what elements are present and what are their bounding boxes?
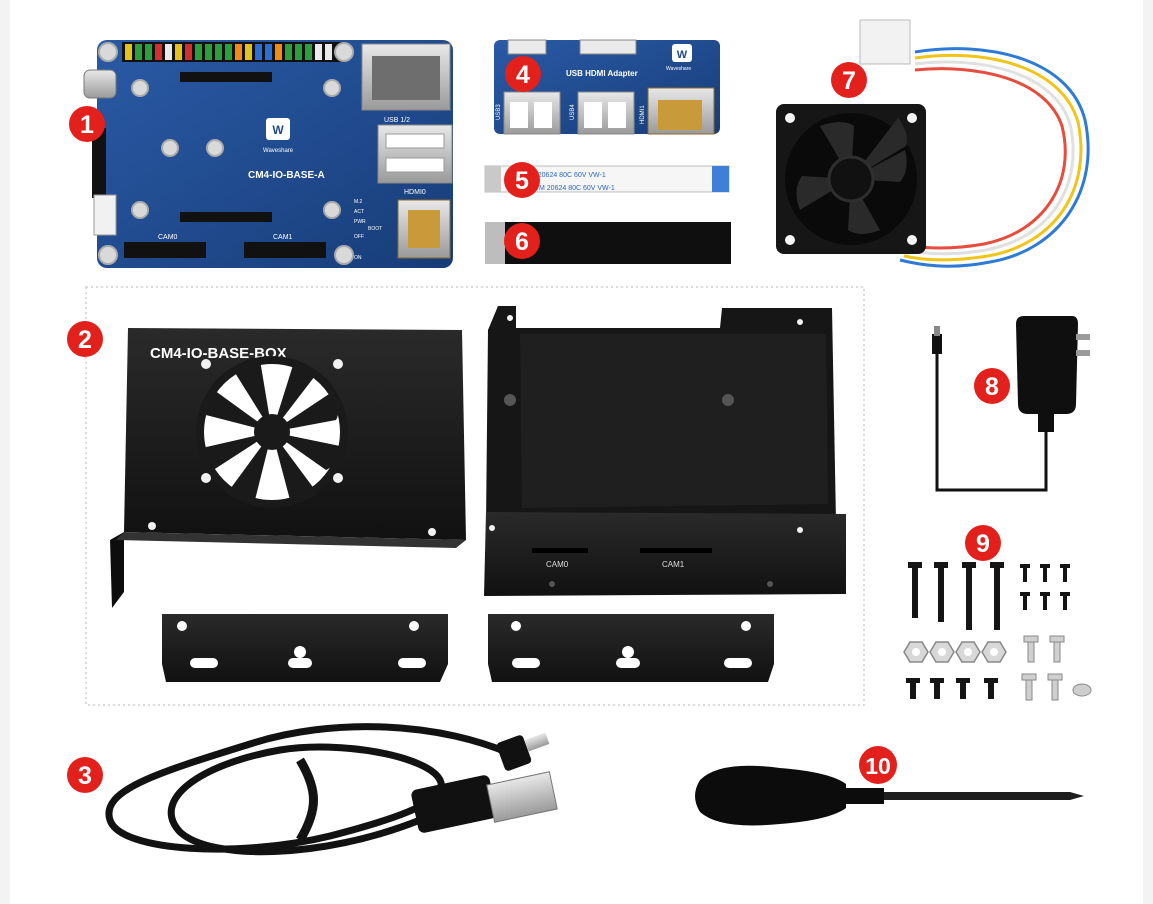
case-front-panel <box>484 512 846 596</box>
bracket-left <box>162 614 448 682</box>
io-base-board: W Waveshare CM4-IO-BASE-A USB 1/2 HDMI0 … <box>83 40 453 268</box>
svg-text:6: 6 <box>515 228 529 256</box>
case-cam1-label: CAM1 <box>662 560 685 569</box>
board-hdmi-label: HDMI0 <box>404 189 426 196</box>
led-label-act: ACT <box>354 209 364 215</box>
usb-hdmi-adapter: USB HDMI Adapter W Waveshare USB3 USB4 H… <box>494 39 720 135</box>
led-label-boot: BOOT <box>368 226 382 232</box>
screws-icon <box>903 562 1092 701</box>
svg-text:10: 10 <box>865 753 891 779</box>
badge-1: 1 <box>69 106 105 142</box>
usb-cable-icon <box>105 723 558 856</box>
board-brand-label: Waveshare <box>263 148 294 154</box>
case-group-outline <box>85 286 865 706</box>
badge-8: 8 <box>974 368 1010 404</box>
svg-text:3: 3 <box>78 762 92 790</box>
power-adapter-icon <box>932 316 1090 492</box>
badge-10: 10 <box>859 746 897 784</box>
case-brackets <box>162 614 774 682</box>
svg-text:8: 8 <box>985 373 999 401</box>
adapter-port-hdmi1: HDMI1 <box>640 105 646 124</box>
case-body: CAM0 CAM1 <box>484 306 846 596</box>
led-label-pwr: PWR <box>354 219 366 225</box>
cooling-fan <box>776 19 1090 268</box>
board-usb-label: USB 1/2 <box>384 117 410 124</box>
badge-6: 6 <box>504 223 540 259</box>
badge-2: 2 <box>67 321 103 357</box>
fan-connector <box>859 19 911 65</box>
ffc-print-top: M 20624 80C 60V VW-1 <box>530 172 606 179</box>
board-cam0-label: CAM0 <box>158 234 178 241</box>
cam0-connector <box>124 242 206 258</box>
adapter-port-usb4: USB4 <box>570 104 576 120</box>
svg-text:1: 1 <box>80 111 94 139</box>
usb-c-port <box>83 69 117 99</box>
ffc-print-bottom: AWM 20624 80C 60V VW-1 <box>528 185 615 192</box>
waveshare-logo-icon: W <box>266 118 290 140</box>
case-lid: CM4-IO-BASE-BOX <box>110 328 466 608</box>
badge-4: 4 <box>505 56 541 92</box>
lid-text: CM4-IO-BASE-BOX <box>150 345 287 362</box>
board-model-label: CM4-IO-BASE-A <box>248 170 325 181</box>
badge-7: 7 <box>831 62 867 98</box>
adapter-waveshare-logo-icon: W <box>672 44 692 62</box>
board-cam1-label: CAM1 <box>273 234 293 241</box>
switch-label-on: ON <box>354 255 362 261</box>
badge-5: 5 <box>504 162 540 198</box>
svg-text:W: W <box>677 49 688 61</box>
case-cam0-label: CAM0 <box>546 560 569 569</box>
svg-text:7: 7 <box>842 67 856 95</box>
screwdriver-icon <box>695 765 1084 826</box>
badge-3: 3 <box>67 757 103 793</box>
led-label-m2: M.2 <box>354 199 363 205</box>
adapter-port-usb3: USB3 <box>496 104 502 120</box>
gpio-header <box>122 42 342 62</box>
adapter-title: USB HDMI Adapter <box>566 69 638 78</box>
cam1-connector <box>244 242 326 258</box>
svg-text:W: W <box>272 123 284 137</box>
badge-9: 9 <box>965 525 1001 561</box>
svg-text:4: 4 <box>516 61 530 89</box>
switch-label-off: OFF <box>354 234 364 240</box>
lid-fan-grille-icon <box>196 356 348 508</box>
svg-text:2: 2 <box>78 326 92 354</box>
svg-text:5: 5 <box>515 167 529 195</box>
adapter-brand: Waveshare <box>666 66 691 72</box>
silver-screws-icon <box>1021 635 1092 701</box>
svg-text:9: 9 <box>976 530 990 558</box>
